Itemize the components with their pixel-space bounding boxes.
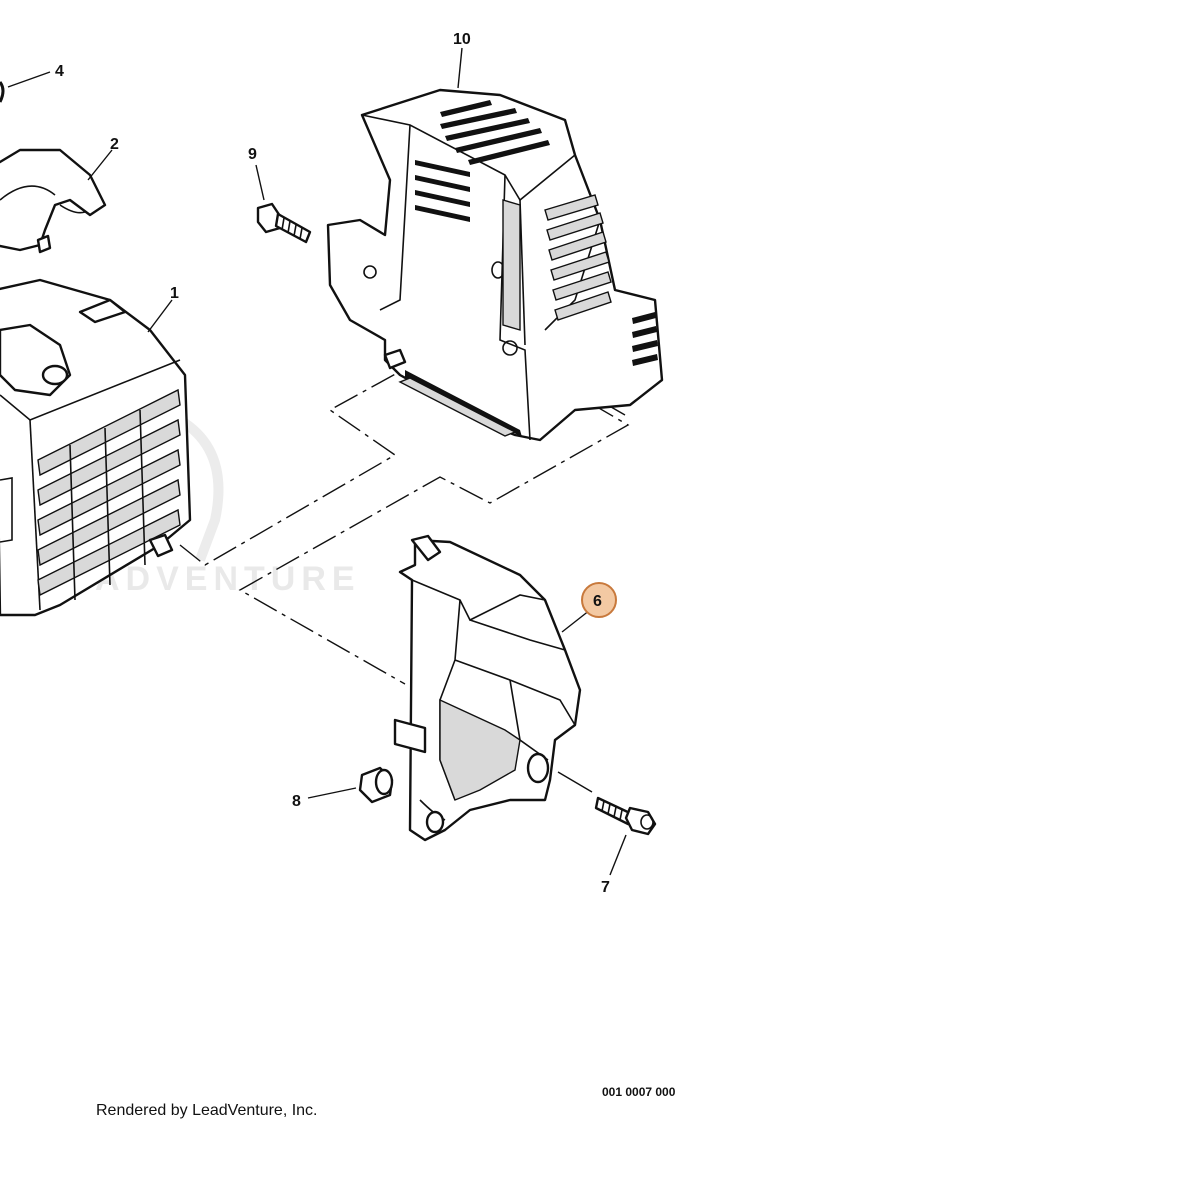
- part-9-screw: [256, 202, 312, 244]
- rendered-by-credit: Rendered by LeadVenture, Inc.: [96, 1102, 318, 1119]
- part-10-upper-housing: [326, 88, 664, 442]
- callout-2[interactable]: 2: [110, 136, 119, 153]
- part-4-fragment: [0, 81, 5, 103]
- housing-side-vents: [544, 194, 612, 321]
- housing-inner-vents: [415, 160, 521, 331]
- watermark: ADVENTURE: [95, 415, 361, 598]
- watermark-text: ADVENTURE: [95, 560, 361, 598]
- callout-labels: 4 2 1 9 10 6 8 7: [55, 31, 617, 896]
- leader-lines: [7, 47, 627, 876]
- housing-bottom-vents: [398, 370, 522, 437]
- part-2-cover-cap: [0, 148, 107, 254]
- housing-top-vents: [440, 100, 550, 165]
- part-1-engine-shroud: [0, 278, 192, 617]
- drawing-code: 001 0007 000: [602, 1085, 676, 1099]
- callout-8[interactable]: 8: [292, 793, 301, 810]
- housing-right-vents: [632, 312, 658, 366]
- callout-1[interactable]: 1: [170, 285, 179, 302]
- part-6-side-cover: [393, 534, 582, 842]
- part-8-spacer: [358, 766, 394, 804]
- callout-9[interactable]: 9: [248, 146, 257, 163]
- callout-6[interactable]: 6: [593, 593, 602, 610]
- callout-10[interactable]: 10: [453, 31, 471, 48]
- shroud-vent-grid: [37, 388, 181, 601]
- callout-7[interactable]: 7: [601, 879, 610, 896]
- callout-6-highlight[interactable]: 6: [581, 582, 617, 618]
- part-7-screw: [594, 796, 657, 836]
- callout-4[interactable]: 4: [55, 63, 64, 80]
- highlight-circle[interactable]: [581, 582, 617, 618]
